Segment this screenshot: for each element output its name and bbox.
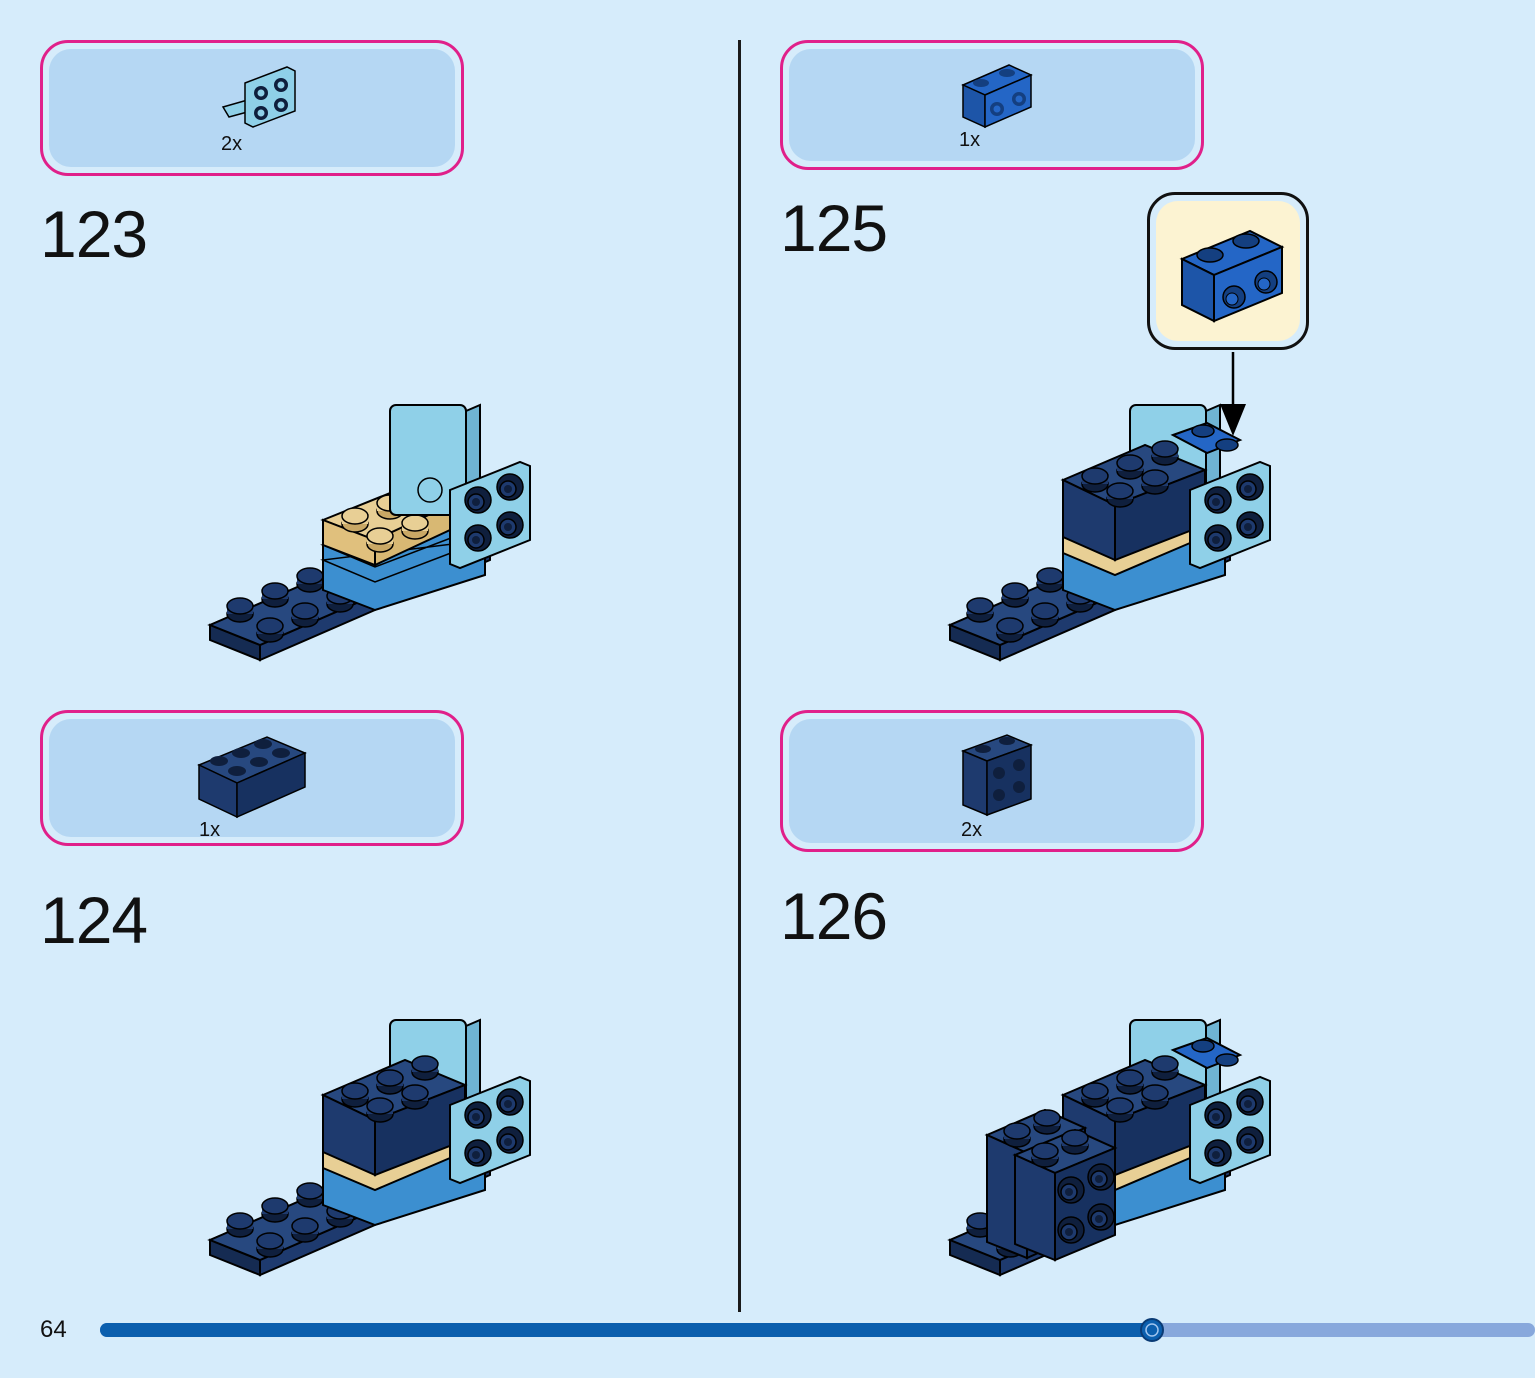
model-step-124: [209, 1019, 545, 1276]
dark-blue-brick-side-studs-icon: [960, 734, 1034, 817]
step-number: 125: [780, 191, 888, 265]
progress-fill: [100, 1323, 1152, 1337]
step-number: 124: [40, 883, 148, 957]
model-step-125: [949, 404, 1285, 661]
progress-marker-ring: [1145, 1323, 1159, 1337]
blue-brick-side-studs-icon: [961, 64, 1033, 129]
blue-brick-side-studs-icon: [1179, 229, 1285, 323]
arrow-down-icon: [1220, 352, 1246, 436]
step-number: 126: [780, 879, 888, 953]
model-step-123: [209, 404, 545, 661]
model-step-126: [949, 1019, 1285, 1276]
page-number: 64: [40, 1316, 67, 1343]
progress-marker: [1140, 1318, 1164, 1342]
step-number: 123: [40, 197, 148, 271]
parts-qty: 2x: [221, 133, 243, 155]
parts-box-step-124: 1x: [40, 710, 464, 846]
light-blue-bracket-icon: [221, 66, 296, 128]
parts-box-step-126: 2x: [780, 710, 1204, 852]
parts-qty: 2x: [961, 819, 983, 841]
parts-qty: 1x: [959, 129, 981, 151]
callout-new-part: [1147, 192, 1309, 350]
parts-box-step-123: 2x: [40, 40, 464, 176]
dark-blue-brick-2x3-icon: [197, 736, 307, 819]
parts-qty: 1x: [199, 819, 221, 841]
parts-box-step-125: 1x: [780, 40, 1204, 170]
column-divider: [738, 40, 741, 1312]
progress-bar: [100, 1318, 1535, 1342]
